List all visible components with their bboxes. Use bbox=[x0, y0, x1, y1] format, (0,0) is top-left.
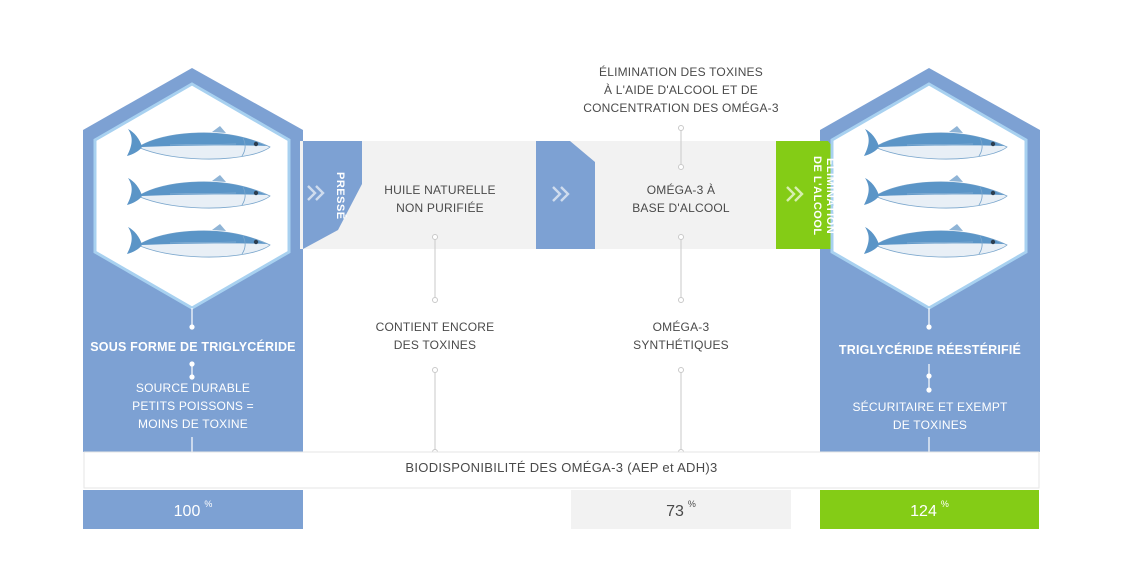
step-alcohol-line-2: DE L'ALCOOL bbox=[811, 156, 823, 236]
synthetic-omega-label: OMÉGA-3 SYNTHÉTIQUES bbox=[633, 320, 729, 352]
bioavailability-band bbox=[83, 451, 1040, 489]
right-title: TRIGLYCÉRIDE RÉESTÉRIFIÉ bbox=[838, 343, 1022, 357]
ethyl-omega-label: OMÉGA-3 À BASE D'ALCOOL bbox=[632, 183, 730, 215]
step-alcohol-label: ÉLIMINATION DE L'ALCOOL bbox=[806, 154, 836, 238]
step-pressed-label: PRESSÉ bbox=[334, 172, 346, 220]
natural-oil-label: HUILE NATURELLE NON PURIFIÉE bbox=[384, 183, 496, 215]
result-value-left: 100% bbox=[173, 499, 213, 520]
left-title: SOUS FORME DE TRIGLYCÉRIDE bbox=[90, 340, 296, 354]
left-description: SOURCE DURABLE PETITS POISSONS = MOINS D… bbox=[132, 381, 254, 431]
chevron-icon bbox=[786, 186, 804, 202]
bioavailability-label: BIODISPONIBILITÉ DES OMÉGA-3 (AEP et ADH… bbox=[405, 460, 718, 475]
step-alcohol-line-1: ÉLIMINATION bbox=[824, 157, 836, 235]
step-pressed-shape bbox=[303, 141, 362, 249]
result-bar-middle bbox=[571, 490, 791, 529]
result-value-middle: 73% bbox=[666, 499, 696, 520]
left-connectors bbox=[189, 308, 195, 452]
chevron-icon bbox=[552, 186, 570, 202]
chevron-icon bbox=[307, 185, 325, 201]
toxin-elimination-note: ÉLIMINATION DES TOXINES À L'AIDE D'ALCOO… bbox=[583, 65, 779, 115]
right-description: SÉCURITAIRE ET EXEMPT DE TOXINES bbox=[852, 400, 1008, 432]
right-connectors bbox=[926, 308, 932, 452]
result-bar-left bbox=[83, 490, 303, 529]
result-bar-right bbox=[820, 490, 1039, 529]
result-value-right: 124% bbox=[910, 499, 949, 520]
contains-toxins-label: CONTIENT ENCORE DES TOXINES bbox=[375, 320, 495, 352]
